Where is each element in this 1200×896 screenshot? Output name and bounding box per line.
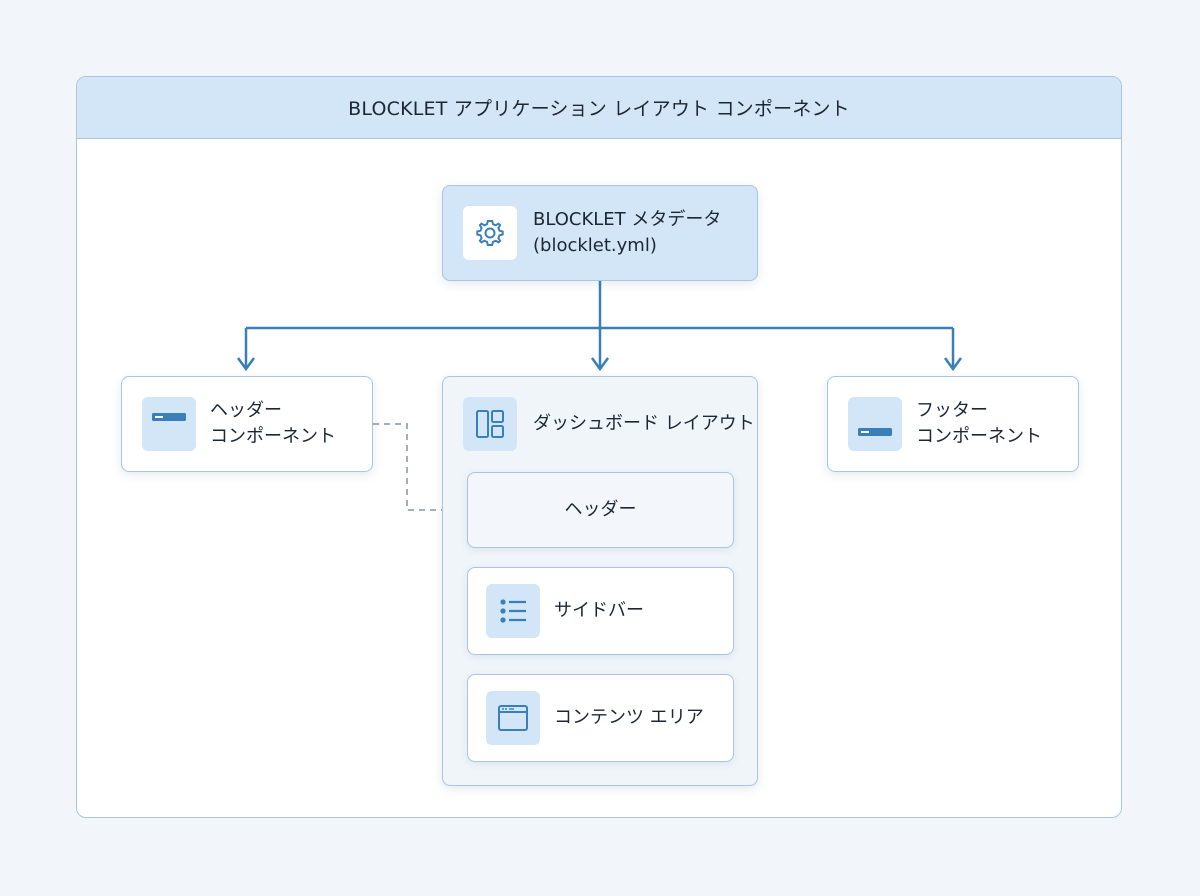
dashboard-header-block: ヘッダー	[467, 472, 734, 548]
dashboard-sidebar-block: サイドバー	[467, 567, 734, 655]
metadata-label-line1: BLOCKLET メタデータ	[533, 209, 722, 230]
header-component-node: ヘッダー コンポーネント	[121, 376, 373, 472]
footer-component-node: フッター コンポーネント	[827, 376, 1079, 472]
dashboard-layout-node: ダッシュボード レイアウト ヘッダー サイドバー	[442, 376, 758, 786]
frame-header: BLOCKLET アプリケーション レイアウト コンポーネント	[77, 77, 1121, 139]
footer-bar-icon	[848, 397, 902, 451]
gear-icon	[463, 206, 517, 260]
metadata-label: BLOCKLET メタデータ (blocklet.yml)	[533, 207, 721, 259]
header-bar-icon	[142, 397, 196, 451]
dashboard-content-block: コンテンツ エリア	[467, 674, 734, 762]
dashboard-header-label: ヘッダー	[564, 499, 637, 520]
browser-window-icon	[486, 691, 540, 745]
dashboard-content-label: コンテンツ エリア	[554, 707, 704, 728]
footer-component-label-line2: コンポーネント	[916, 426, 1042, 447]
footer-component-label: フッター コンポーネント	[916, 398, 1042, 450]
footer-component-label-line1: フッター	[916, 400, 988, 421]
list-icon	[486, 584, 540, 638]
header-component-label: ヘッダー コンポーネント	[210, 398, 336, 450]
metadata-label-line2: (blocklet.yml)	[533, 235, 657, 256]
frame-title: BLOCKLET アプリケーション レイアウト コンポーネント	[348, 98, 850, 120]
layout-panels-icon	[463, 397, 517, 451]
header-component-label-line2: コンポーネント	[210, 426, 336, 447]
header-component-label-line1: ヘッダー	[210, 400, 282, 421]
dashboard-layout-heading: ダッシュボード レイアウト	[463, 397, 755, 451]
blocklet-metadata-node: BLOCKLET メタデータ (blocklet.yml)	[442, 185, 758, 281]
dashboard-layout-label: ダッシュボード レイアウト	[533, 413, 755, 434]
dashboard-sidebar-label: サイドバー	[554, 600, 644, 621]
